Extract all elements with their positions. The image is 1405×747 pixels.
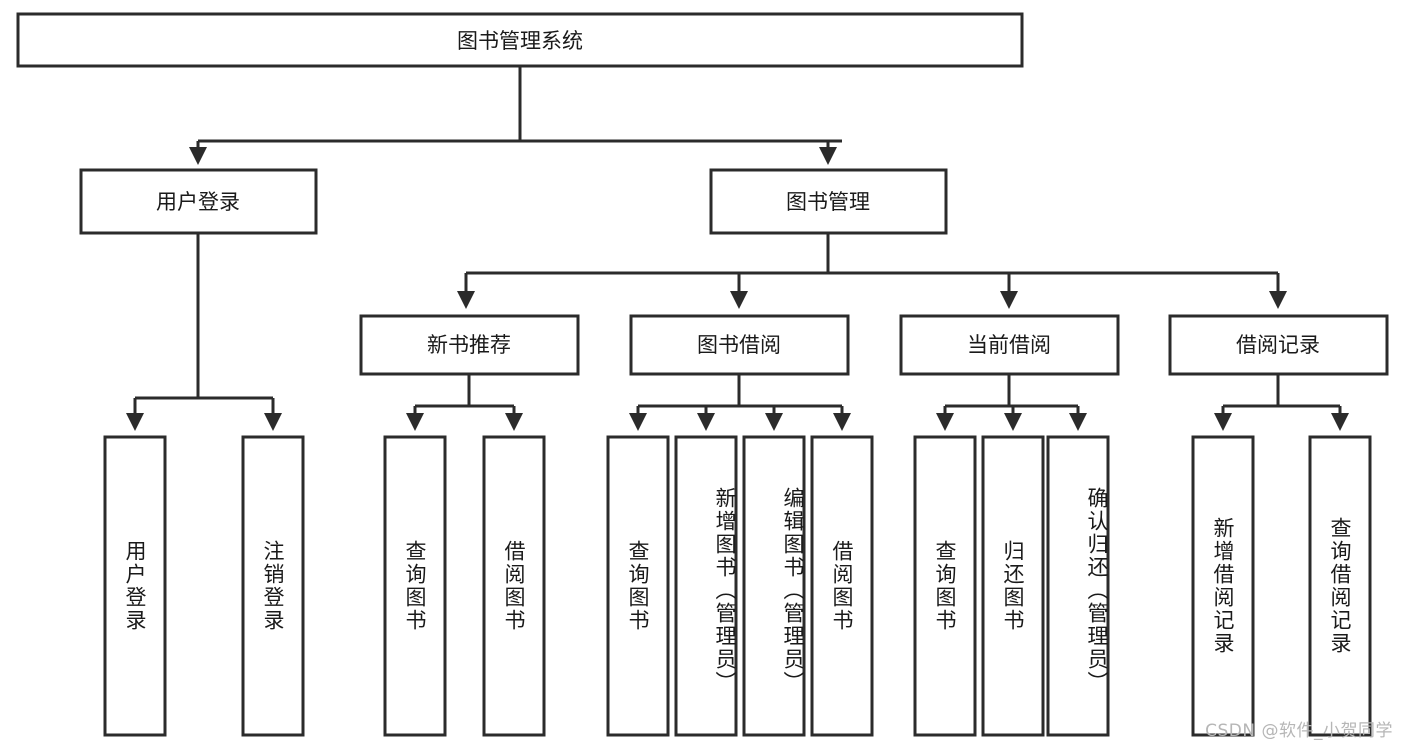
node-new-book-rec[interactable]: 新书推荐	[359, 314, 580, 376]
leaf-rect-confirm-return[interactable]	[1046, 435, 1110, 737]
leaf-rect-borrow-book-2[interactable]	[810, 435, 874, 737]
node-new-book-rec-label: 新书推荐	[427, 333, 511, 357]
node-root[interactable]: 图书管理系统	[16, 12, 1024, 68]
node-book-borrow-label: 图书借阅	[697, 333, 781, 357]
leaf-rect-query-record[interactable]	[1308, 435, 1372, 737]
node-borrow-record[interactable]: 借阅记录	[1168, 314, 1389, 376]
leaf-rect-add-record[interactable]	[1191, 435, 1255, 737]
leaf-rect-query-book-1[interactable]	[383, 435, 447, 737]
leaf-rects	[103, 435, 1372, 737]
node-user-login[interactable]: 用户登录	[79, 168, 318, 235]
connector-bookborrow-to-leaves	[629, 374, 851, 431]
connector-bookmanage-to-level3	[457, 233, 1287, 309]
leaf-rect-return-book[interactable]	[981, 435, 1045, 737]
csdn-watermark: CSDN @软件_小贺同学	[1205, 721, 1393, 741]
leaf-rect-user-logout[interactable]	[241, 435, 305, 737]
leaf-rect-borrow-book-1[interactable]	[482, 435, 546, 737]
connector-userlogin-to-leaves	[126, 233, 282, 431]
connector-newbook-to-leaves	[406, 374, 523, 431]
connector-currentborrow-to-leaves	[936, 374, 1087, 431]
leaf-rect-add-book[interactable]	[674, 435, 738, 737]
node-user-login-label: 用户登录	[156, 190, 240, 214]
node-current-borrow-label: 当前借阅	[967, 333, 1051, 357]
leaf-rect-query-book-2[interactable]	[606, 435, 670, 737]
node-borrow-record-label: 借阅记录	[1236, 333, 1320, 357]
node-book-manage[interactable]: 图书管理	[709, 168, 948, 235]
leaf-rect-user-login[interactable]	[103, 435, 167, 737]
node-book-borrow[interactable]: 图书借阅	[629, 314, 850, 376]
connector-root-to-level2	[189, 66, 842, 165]
connector-borrowrecord-to-leaves	[1214, 374, 1349, 431]
leaf-rect-edit-book[interactable]	[742, 435, 806, 737]
node-book-manage-label: 图书管理	[786, 190, 870, 214]
node-current-borrow[interactable]: 当前借阅	[899, 314, 1120, 376]
leaf-rect-query-book-3[interactable]	[913, 435, 977, 737]
node-root-label: 图书管理系统	[457, 29, 583, 53]
